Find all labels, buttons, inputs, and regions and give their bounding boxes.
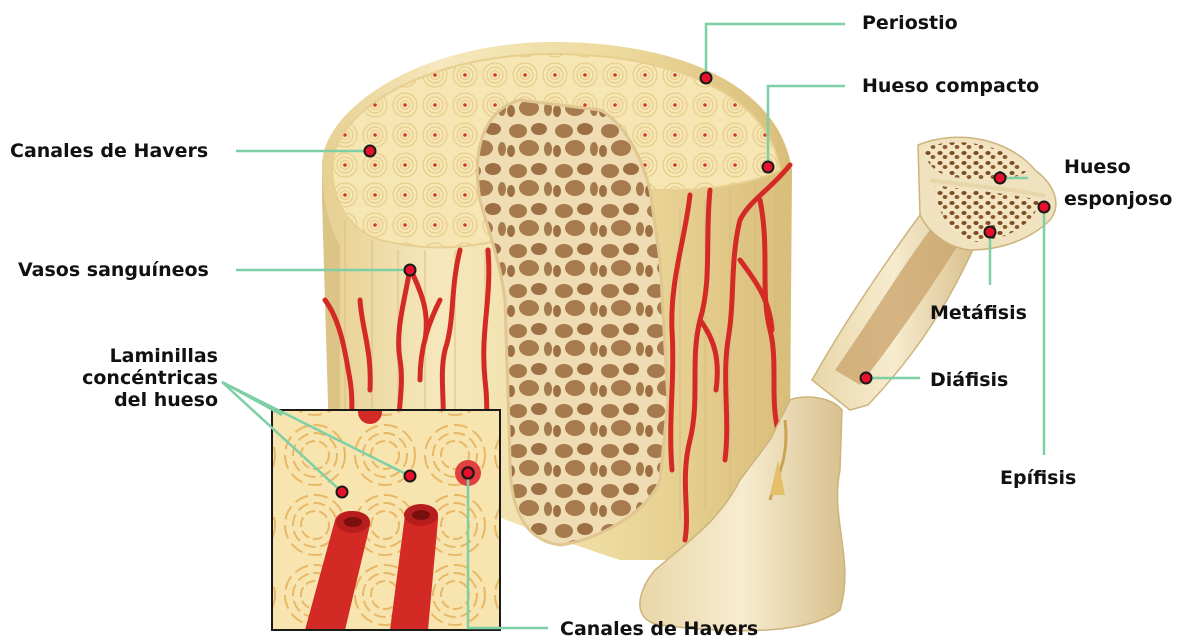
label-canales-havers-bottom: Canales de Havers	[560, 618, 758, 640]
label-canales-havers-left: Canales de Havers	[10, 140, 208, 162]
label-diafisis: Diáfisis	[930, 369, 1008, 391]
label-epifisis: Epífisis	[1000, 467, 1076, 489]
label-metafisis: Metáfisis	[930, 302, 1027, 324]
marker-laminillas-a	[337, 487, 348, 498]
marker-vasos-sanguineos	[405, 265, 416, 276]
label-vasos-sanguineos: Vasos sanguíneos	[18, 259, 209, 281]
label-laminillas-line-1: Laminillas	[60, 345, 218, 367]
label-laminillas-line-2: concéntricas	[60, 367, 218, 389]
marker-metafisis	[985, 227, 996, 238]
label-laminillas-line-3: del hueso	[60, 389, 218, 411]
marker-epifisis	[1039, 202, 1050, 213]
marker-periostio	[701, 73, 712, 84]
label-periostio: Periostio	[862, 12, 958, 34]
marker-hueso-esponjoso	[995, 173, 1006, 184]
marker-canales-havers-left	[365, 146, 376, 157]
marker-diafisis	[861, 373, 872, 384]
label-hueso-compacto: Hueso compacto	[862, 75, 1039, 97]
label-hueso-esponjoso-line-2: esponjoso	[1064, 188, 1172, 210]
marker-canales-havers-bottom	[463, 468, 474, 479]
label-hueso-esponjoso-line-1: Hueso	[1064, 156, 1131, 178]
lamellae-inset	[272, 400, 500, 630]
marker-laminillas-b	[405, 471, 416, 482]
marker-hueso-compacto	[763, 162, 774, 173]
